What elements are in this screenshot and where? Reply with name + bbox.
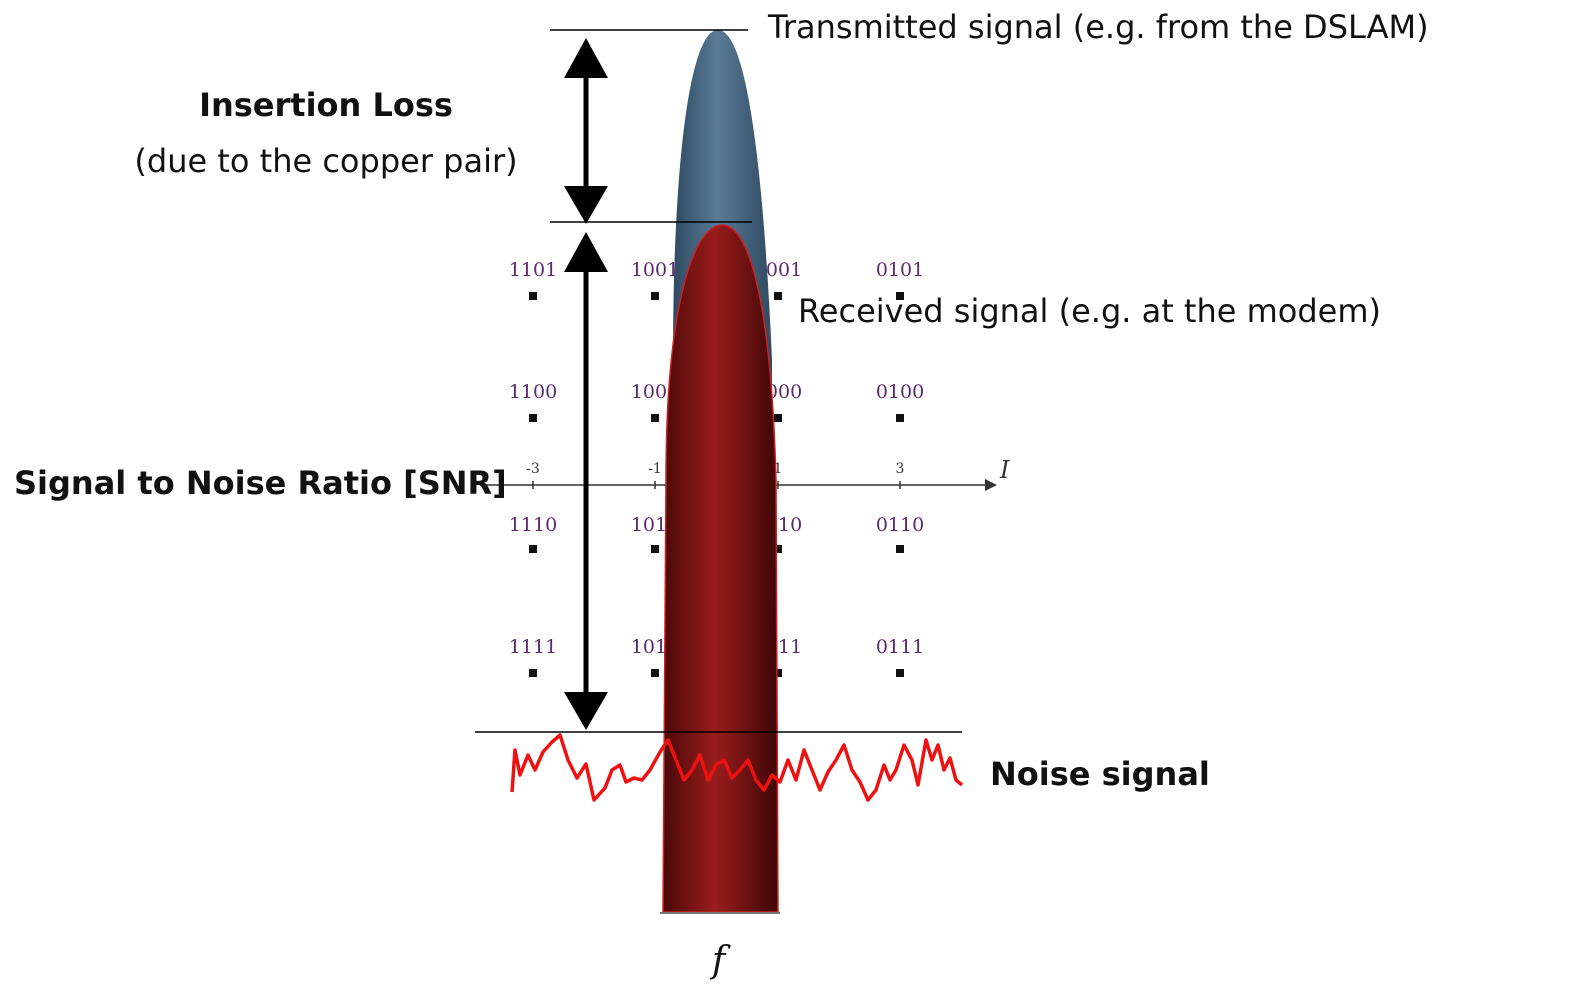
constellation-point bbox=[529, 292, 537, 300]
constellation-code-label: 1110 bbox=[509, 514, 557, 536]
constellation-point bbox=[896, 414, 904, 422]
frequency-axis-label: f bbox=[709, 940, 731, 981]
insertion-loss-arrow bbox=[564, 38, 608, 224]
noise-signal-line bbox=[510, 733, 964, 802]
constellation-point bbox=[896, 669, 904, 677]
constellation-code-label: 0100 bbox=[876, 381, 924, 403]
constellation-point bbox=[651, 292, 659, 300]
snr-arrow bbox=[564, 232, 608, 730]
constellation-point bbox=[529, 669, 537, 677]
constellation-code-label: 0111 bbox=[876, 636, 924, 658]
constellation-code-label: 0110 bbox=[876, 514, 924, 536]
constellation-point bbox=[774, 292, 782, 300]
constellation-code-label: 1000 bbox=[631, 381, 679, 403]
constellation-point bbox=[651, 669, 659, 677]
axis-tick-label: 3 bbox=[896, 461, 905, 477]
constellation-point bbox=[774, 669, 782, 677]
snr-label: Signal to Noise Ratio [SNR] bbox=[14, 464, 507, 502]
transmitted-signal-label: Transmitted signal (e.g. from the DSLAM) bbox=[767, 8, 1429, 46]
constellation-point bbox=[774, 414, 782, 422]
constellation-point bbox=[651, 414, 659, 422]
constellation-point bbox=[896, 545, 904, 553]
constellation-point bbox=[529, 545, 537, 553]
received-signal-shape bbox=[662, 224, 779, 913]
noise-signal-label: Noise signal bbox=[990, 755, 1210, 793]
constellation-point bbox=[896, 292, 904, 300]
axis-tick-label: -1 bbox=[648, 461, 662, 477]
received-signal-label: Received signal (e.g. at the modem) bbox=[798, 292, 1381, 330]
constellation-code-label: 0101 bbox=[876, 259, 924, 281]
axis-tick-label: 1 bbox=[774, 461, 783, 477]
constellation-code-label: 1101 bbox=[509, 259, 557, 281]
constellation-code-label: 1111 bbox=[509, 636, 557, 658]
constellation-code-label: 1100 bbox=[509, 381, 557, 403]
axis-tick-label: -3 bbox=[526, 461, 540, 477]
constellation-point bbox=[774, 545, 782, 553]
i-axis-arrowhead bbox=[985, 479, 997, 491]
constellation-point bbox=[651, 545, 659, 553]
i-axis-label: I bbox=[999, 456, 1010, 484]
insertion-loss-subtitle: (due to the copper pair) bbox=[134, 142, 517, 180]
insertion-loss-title: Insertion Loss bbox=[199, 86, 453, 124]
constellation-code-label: 1001 bbox=[631, 259, 679, 281]
constellation-point bbox=[529, 414, 537, 422]
